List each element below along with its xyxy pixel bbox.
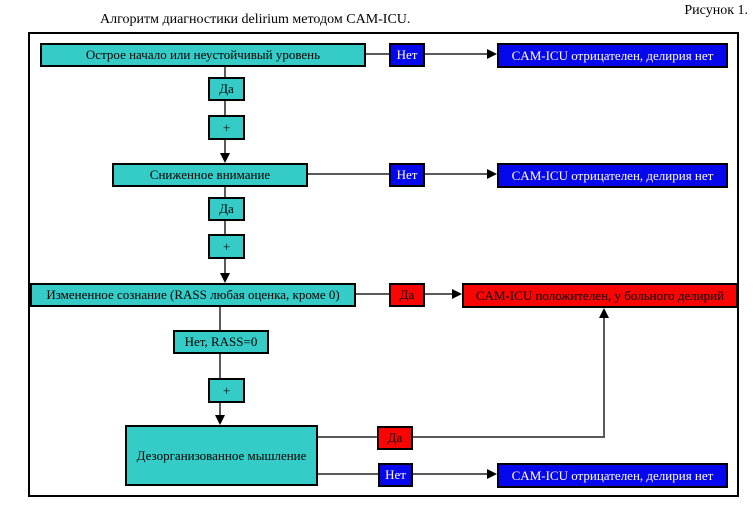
connector-step1-no1 [366,53,389,55]
connector-norass-plus3 [219,354,221,378]
connector-yes1-plus1 [224,101,226,115]
result-negative-3: CAM-ICU отрицателен, делирия нет [497,463,728,488]
arrowhead-up-pos [599,308,609,318]
figure-title: Алгоритм диагностики delirium методом CA… [100,12,411,27]
label-yes-1: Да [208,77,245,101]
connector-step2-no2 [308,173,389,175]
arrowhead-right-neg3 [487,469,497,479]
arrowhead-right-neg2 [487,169,497,179]
connector-step3-norass [219,307,221,330]
connector-step3-yes3 [356,293,389,295]
connector-plus2-step3 [224,259,226,274]
result-negative-2: CAM-ICU отрицателен, делирия нет [497,163,728,188]
connector-step4-yes4 [318,436,377,438]
connector-no1-neg1 [425,53,487,55]
label-no-1: Нет [389,43,425,67]
label-yes-2: Да [208,197,245,221]
label-plus-1: + [208,115,245,140]
connector-step4-no4 [318,473,378,475]
label-yes-4: Да [377,426,413,450]
label-yes-3: Да [389,283,425,307]
label-no-4: Нет [378,463,413,487]
label-plus-2: + [208,234,245,259]
connector-yes2-plus2 [224,221,226,234]
arrowhead-down-step2 [220,153,230,163]
connector-no2-neg2 [425,173,487,175]
connector-plus3-step4 [219,403,221,416]
connector-step2-yes2 [224,187,226,197]
connector-step1-yes1 [224,67,226,77]
flowchart-frame [28,32,739,497]
arrowhead-down-step3 [220,273,230,283]
connector-yes4-corner [413,436,605,438]
arrowhead-down-step4 [215,415,225,425]
label-no-2: Нет [389,163,425,187]
result-positive: CAM-ICU положителен, у больного делирий [462,283,738,308]
connector-no4-neg3 [413,473,487,475]
label-plus-3: + [208,378,245,403]
node-disorganized-thinking: Дезорганизованное мышление [125,425,318,486]
arrowhead-right-neg1 [487,49,497,59]
label-no-rass0: Нет, RASS=0 [173,330,269,354]
connector-plus1-step2 [224,140,226,155]
figure-label: Рисунок 1. [684,3,748,18]
result-negative-1: CAM-ICU отрицателен, делирия нет [497,43,728,68]
connector-yes4-pos [603,317,605,438]
node-altered-consciousness: Измененное сознание (RASS любая оценка, … [30,283,356,307]
node-acute-onset: Острое начало или неустойчивый уровень [40,43,366,67]
connector-yes3-pos [425,293,452,295]
arrowhead-right-pos [452,289,462,299]
node-reduced-attention: Сниженное внимание [112,163,308,187]
